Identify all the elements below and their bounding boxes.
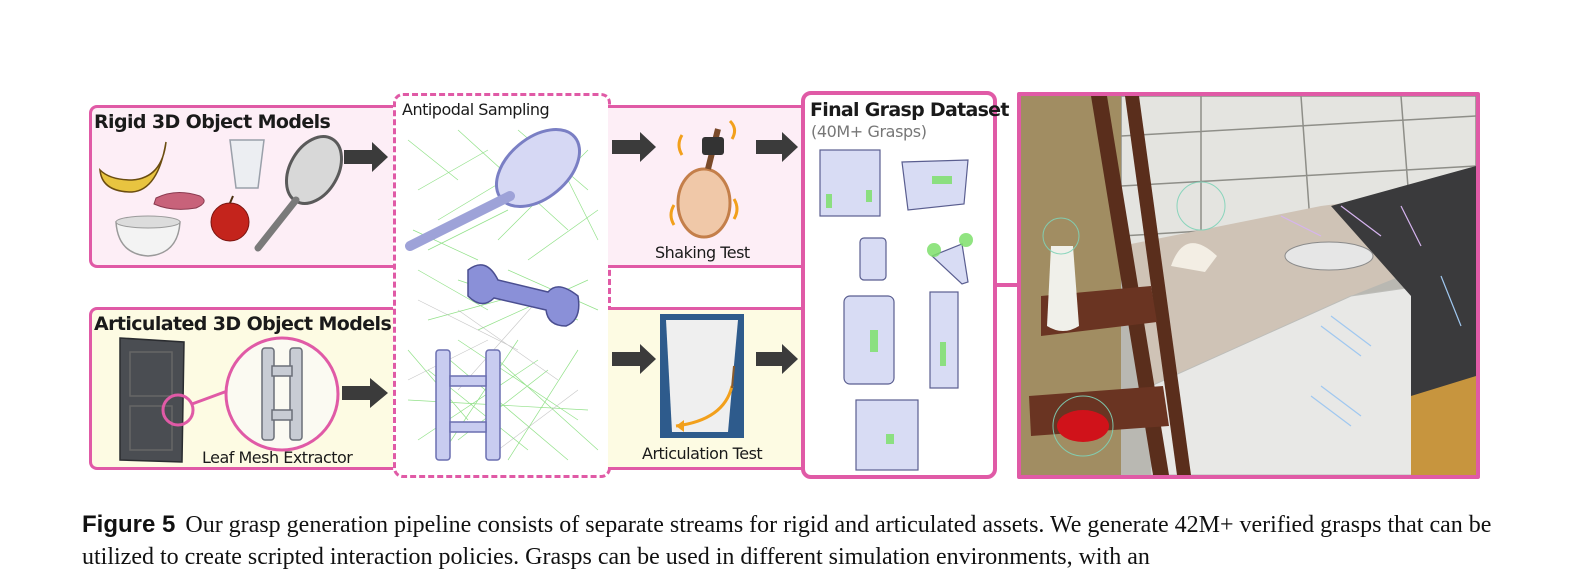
shaking-test-label: Shaking Test [655,243,750,262]
faucet-icon [930,243,969,285]
simulation-scene-illustration [1021,96,1476,475]
arrow-icon [756,132,798,162]
arrow-icon [612,344,656,374]
banana-icon [99,141,167,193]
shaking-test-illustration [612,119,798,239]
shaken-racket-icon [676,128,732,239]
red-bowl-icon [1057,410,1109,442]
desk-icon [901,159,969,211]
door-icon [119,337,185,463]
tennis-racket-icon [254,135,343,252]
articulated-objects-title: Articulated 3D Object Models [94,313,392,335]
zoom-ring-icon [161,393,195,427]
sampled-racket-icon [405,128,582,251]
caption-text: Our grasp generation pipeline consists o… [82,512,1492,570]
antipodal-sampling-illustration [405,128,599,461]
sampled-handle-icon [467,264,580,327]
articulated-door-icon [660,314,744,438]
final-dataset-subtitle: (40M+ Grasps) [811,122,927,141]
arrow-icon [344,142,388,172]
apple-icon [210,202,250,242]
fridge-icon [843,295,895,385]
dome-icon [1171,243,1217,272]
articulation-test-illustration [612,314,798,438]
dataset-scene-connector [997,283,1017,287]
figure-label: Figure 5 [82,511,176,538]
sink-icon [1284,241,1374,271]
rigid-objects-title: Rigid 3D Object Models [94,111,331,133]
arrow-icon [612,132,656,162]
leaf-mesh-extractor-label: Leaf Mesh Extractor [202,448,353,467]
cabinet-tall-icon [929,291,959,389]
final-dataset-title: Final Grasp Dataset [810,99,1009,121]
trash-can-icon [859,237,887,281]
final-dataset-illustration [819,149,973,471]
handle-icon [261,347,303,441]
cloth-icon [153,192,205,210]
articulated-objects-illustration [119,336,388,463]
articulation-test-label: Articulation Test [642,444,763,463]
antipodal-sampling-label: Antipodal Sampling [402,100,550,119]
arrow-icon [342,378,388,408]
sampled-articulated-handle-icon [435,349,501,461]
leaf-mesh-ring-icon [224,336,340,452]
cup-icon [229,139,265,189]
rigid-objects-illustration [99,135,388,257]
arrow-icon [756,344,798,374]
vase-icon [1047,246,1079,331]
bowl-icon [115,221,181,257]
